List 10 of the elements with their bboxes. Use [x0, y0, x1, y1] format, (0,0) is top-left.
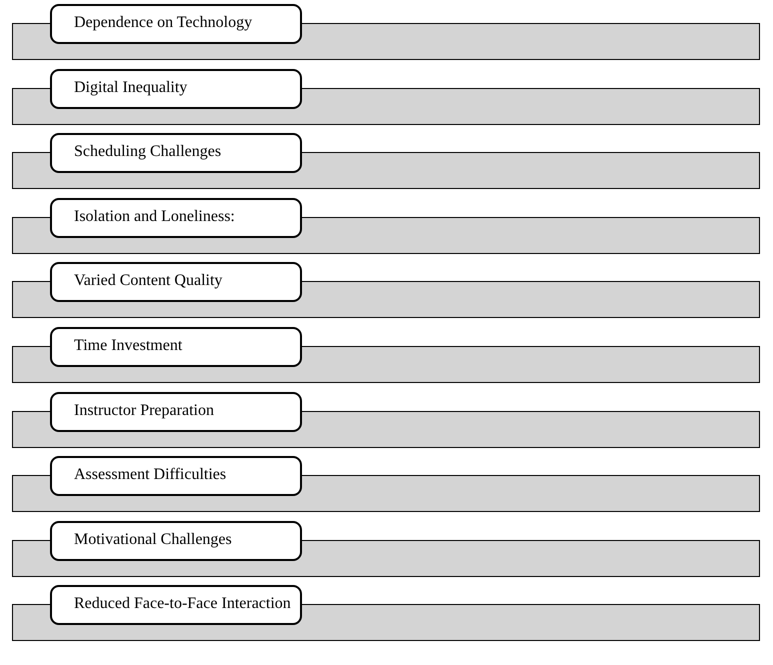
list-item-box: Assessment Difficulties	[50, 456, 302, 496]
list-item-box: Scheduling Challenges	[50, 133, 302, 174]
list-item-box: Dependence on Technology	[50, 4, 302, 44]
list-item-box: Time Investment	[50, 327, 302, 367]
list-item-box: Varied Content Quality	[50, 262, 302, 302]
list-item-box: Isolation and Loneliness:	[50, 198, 302, 238]
list-item-box: Digital Inequality	[50, 68, 302, 109]
list-item-box: Instructor Preparation	[50, 392, 302, 432]
list-item-box: Reduced Face-to-Face Interaction	[50, 585, 302, 626]
list-item-box: Motivational Challenges	[50, 520, 302, 561]
